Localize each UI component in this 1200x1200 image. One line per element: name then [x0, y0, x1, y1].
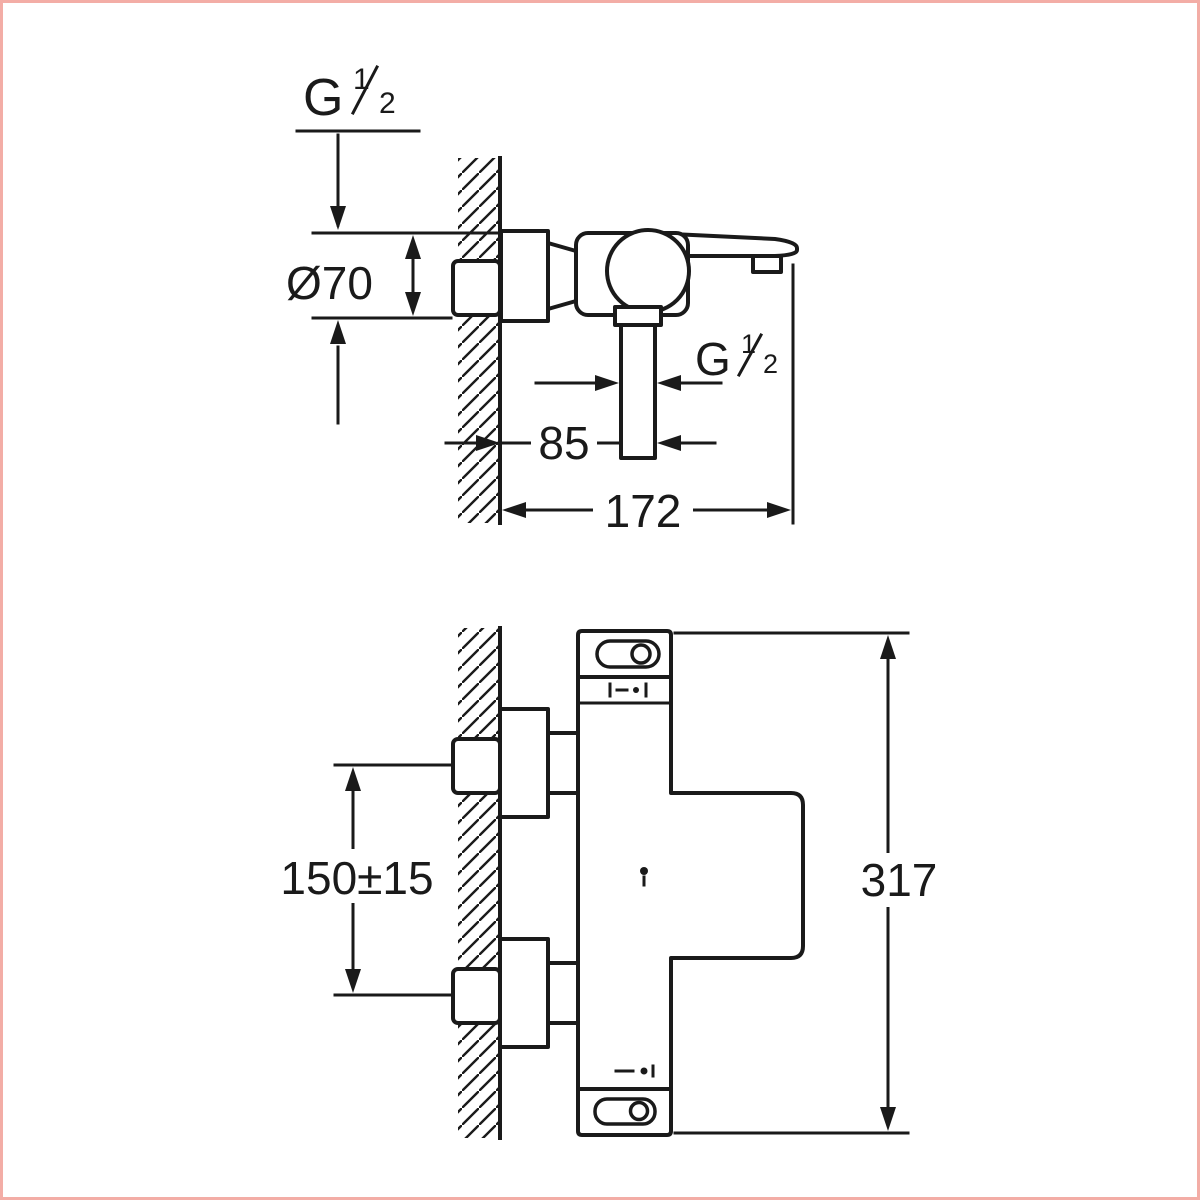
hose-nut [613, 305, 663, 327]
top-handle [595, 639, 661, 669]
diameter-label: Ø70 [286, 257, 373, 309]
escutcheon-top [498, 707, 550, 819]
function-markings-top [608, 682, 648, 698]
label-mask [531, 415, 597, 467]
arrowhead-left [657, 375, 681, 391]
handle-knob-bottom [628, 1100, 650, 1122]
fraction-slash [736, 332, 764, 378]
thread-letter: G [695, 333, 731, 385]
arrowhead-up [880, 635, 896, 659]
wall-escutcheon [499, 229, 550, 323]
label-mask [847, 853, 951, 907]
thermostat-body [576, 629, 805, 1137]
arrowhead-left [502, 502, 526, 518]
connection-spacing-label: 150±15 [280, 852, 433, 904]
thread-size-label-top: G 1 2 [295, 63, 421, 133]
s-union [451, 259, 502, 317]
connector-cone [546, 241, 578, 311]
thread-numerator: 1 [353, 63, 370, 96]
arrowhead-down [405, 292, 421, 316]
arrowhead-up [405, 235, 421, 259]
front-view-drawing: 150±15 317 [269, 626, 951, 1140]
handle-grip-top [595, 639, 661, 669]
wall-hatch-front-view [458, 628, 500, 1138]
side-view-drawing: G 1 2 Ø70 [286, 63, 799, 537]
wall-hatch-side-view [458, 158, 500, 523]
total-height-label: 317 [861, 854, 938, 906]
projection-label: 172 [605, 485, 682, 537]
arrowhead-right [767, 502, 791, 518]
marking-dot [633, 687, 639, 693]
temperature-marking [640, 867, 648, 887]
function-markings-bottom [614, 1064, 655, 1078]
s-union-top [451, 737, 502, 795]
inlet-neck-top [546, 731, 580, 795]
arrowhead-up [330, 320, 346, 344]
fraction-slash [350, 64, 380, 116]
marking-dot [640, 1067, 648, 1075]
arrowhead-right [595, 375, 619, 391]
escutcheon-bottom [498, 937, 550, 1049]
wall-to-outlet-label: 85 [538, 417, 589, 469]
wall-connections [451, 707, 580, 1049]
thread-denominator: 2 [379, 87, 396, 120]
label-mask [269, 849, 445, 903]
cartridge-cap [605, 228, 691, 314]
thread-letter: G [303, 69, 343, 127]
arrowhead-up [345, 767, 361, 791]
thread-numerator: 1 [741, 329, 756, 359]
handle-knob-top [630, 643, 652, 665]
s-union-bottom [451, 967, 502, 1025]
arrowhead-left [657, 435, 681, 451]
arrowhead-down [330, 206, 346, 230]
thread-denominator: 2 [763, 349, 778, 379]
arrowhead-down [345, 969, 361, 993]
arrowhead-down [880, 1107, 896, 1131]
label-mask [593, 484, 693, 536]
bottom-handle [593, 1097, 657, 1126]
marking-dot [640, 867, 648, 875]
shower-outlet-pipe [619, 323, 657, 460]
thread-size-label-spout: G 1 2 [695, 329, 778, 385]
dimension-drawing-canvas: G 1 2 Ø70 [269, 63, 951, 1140]
mixer-side-view [451, 228, 799, 460]
arrowhead-right [476, 435, 500, 451]
inlet-neck-bottom [546, 961, 580, 1025]
spout-outlet [751, 254, 783, 274]
